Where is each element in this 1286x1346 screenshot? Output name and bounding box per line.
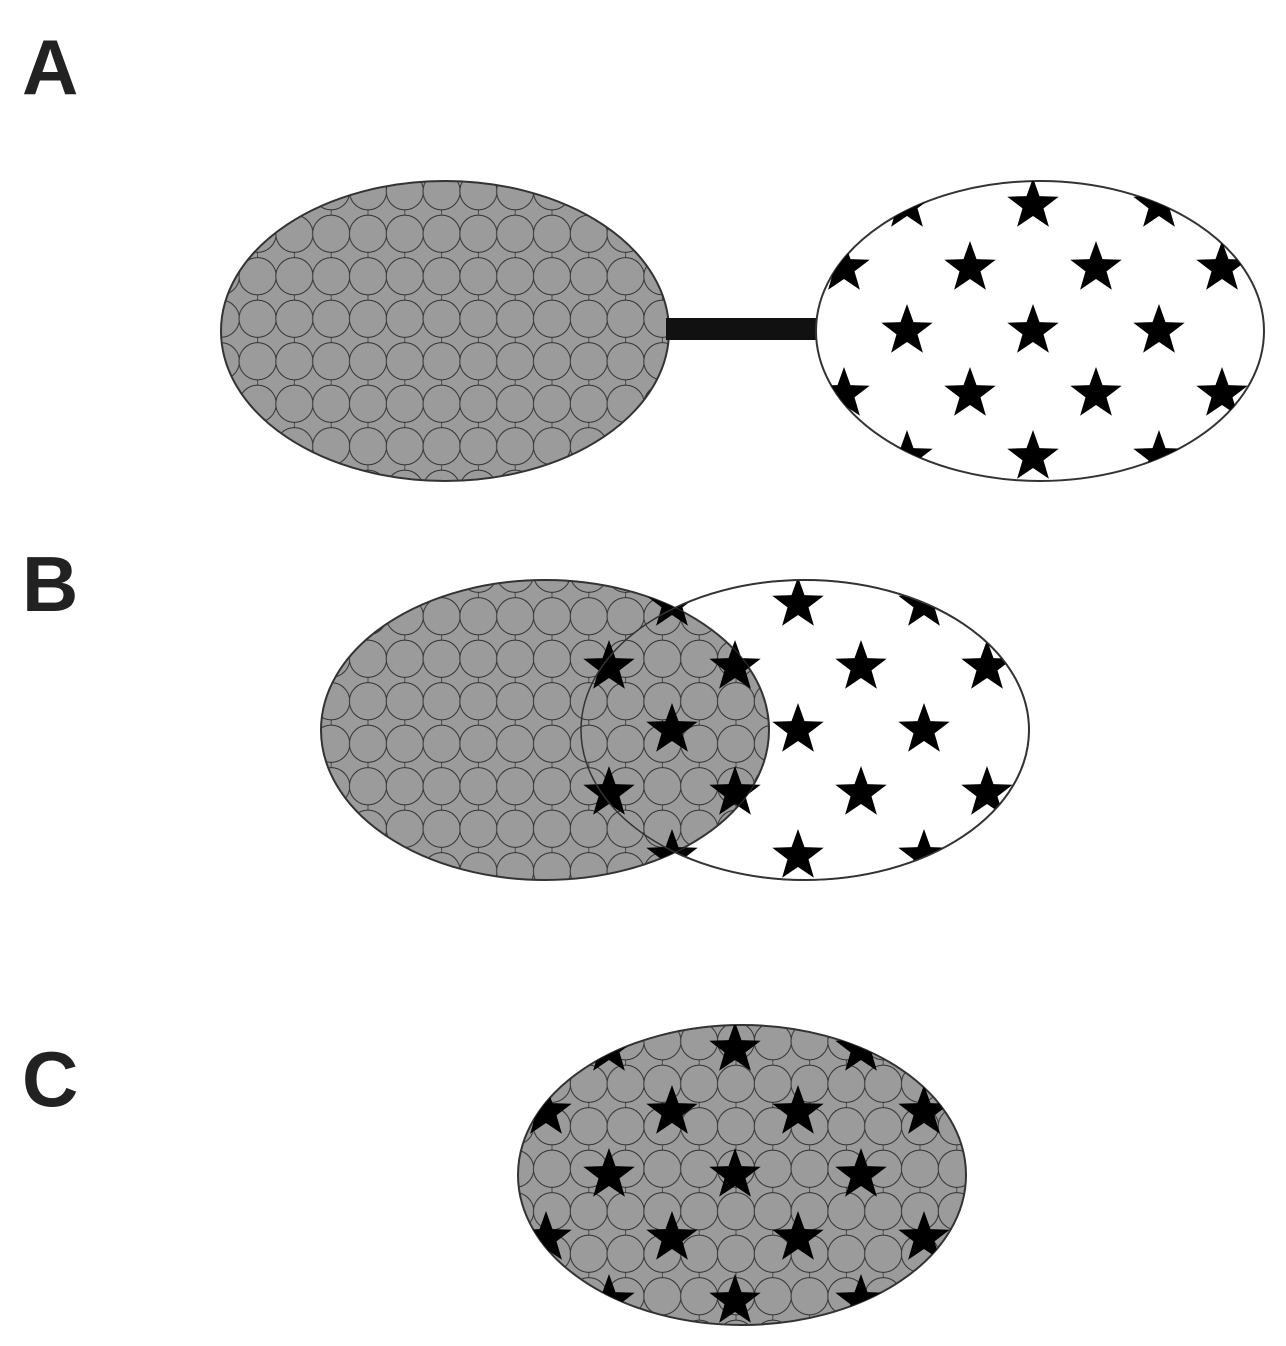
star-icon bbox=[772, 1085, 824, 1134]
star-icon bbox=[1007, 181, 1059, 227]
star-icon bbox=[520, 1085, 572, 1134]
panel-b-white-outline bbox=[580, 579, 1030, 881]
star-icon bbox=[1196, 367, 1248, 416]
star-icon bbox=[583, 1148, 635, 1197]
star-icon bbox=[1133, 430, 1185, 479]
star-icon bbox=[818, 241, 870, 290]
panel-label-c: C bbox=[22, 1035, 79, 1123]
star-icon bbox=[898, 829, 950, 878]
star-icon bbox=[520, 1211, 572, 1260]
star-icon bbox=[835, 1148, 887, 1197]
panel-label-b: B bbox=[22, 540, 79, 628]
star-icon bbox=[961, 766, 1013, 815]
star-icon bbox=[772, 1211, 824, 1260]
star-icon bbox=[944, 367, 996, 416]
star-icon bbox=[944, 241, 996, 290]
star-icon bbox=[961, 640, 1013, 689]
star-icon bbox=[898, 1211, 950, 1260]
star-icon bbox=[709, 640, 761, 689]
star-icon bbox=[818, 367, 870, 416]
star-icon bbox=[772, 580, 824, 626]
star-icon bbox=[898, 703, 950, 752]
star-icon bbox=[1070, 367, 1122, 416]
panel-a-connector bbox=[666, 318, 818, 340]
panel-c-diagram bbox=[517, 1024, 967, 1326]
star-icon bbox=[709, 1025, 761, 1071]
star-icon bbox=[1196, 241, 1248, 290]
star-icon bbox=[772, 829, 824, 878]
panel-b-diagram bbox=[320, 579, 1030, 881]
star-icon bbox=[583, 640, 635, 689]
panel-label-a: A bbox=[22, 23, 79, 111]
star-icon bbox=[709, 1148, 761, 1197]
star-icon bbox=[583, 766, 635, 815]
star-icon bbox=[646, 1085, 698, 1134]
star-icon bbox=[835, 1274, 887, 1323]
star-icon bbox=[709, 1274, 761, 1323]
star-icon bbox=[835, 640, 887, 689]
star-icon bbox=[646, 1211, 698, 1260]
star-icon bbox=[898, 1085, 950, 1134]
star-icon bbox=[1007, 430, 1059, 479]
star-icon bbox=[646, 829, 698, 878]
star-icon bbox=[1007, 304, 1059, 353]
star-icon bbox=[709, 766, 761, 815]
star-icon bbox=[772, 703, 824, 752]
panel-b-grey-ellipse bbox=[320, 579, 770, 881]
star-icon bbox=[881, 304, 933, 353]
star-icon bbox=[1070, 241, 1122, 290]
star-icon bbox=[835, 766, 887, 815]
panel-a-diagram bbox=[220, 180, 1265, 482]
panel-a-grey-ellipse bbox=[220, 180, 670, 482]
star-icon bbox=[1133, 304, 1185, 353]
star-icon bbox=[646, 703, 698, 752]
